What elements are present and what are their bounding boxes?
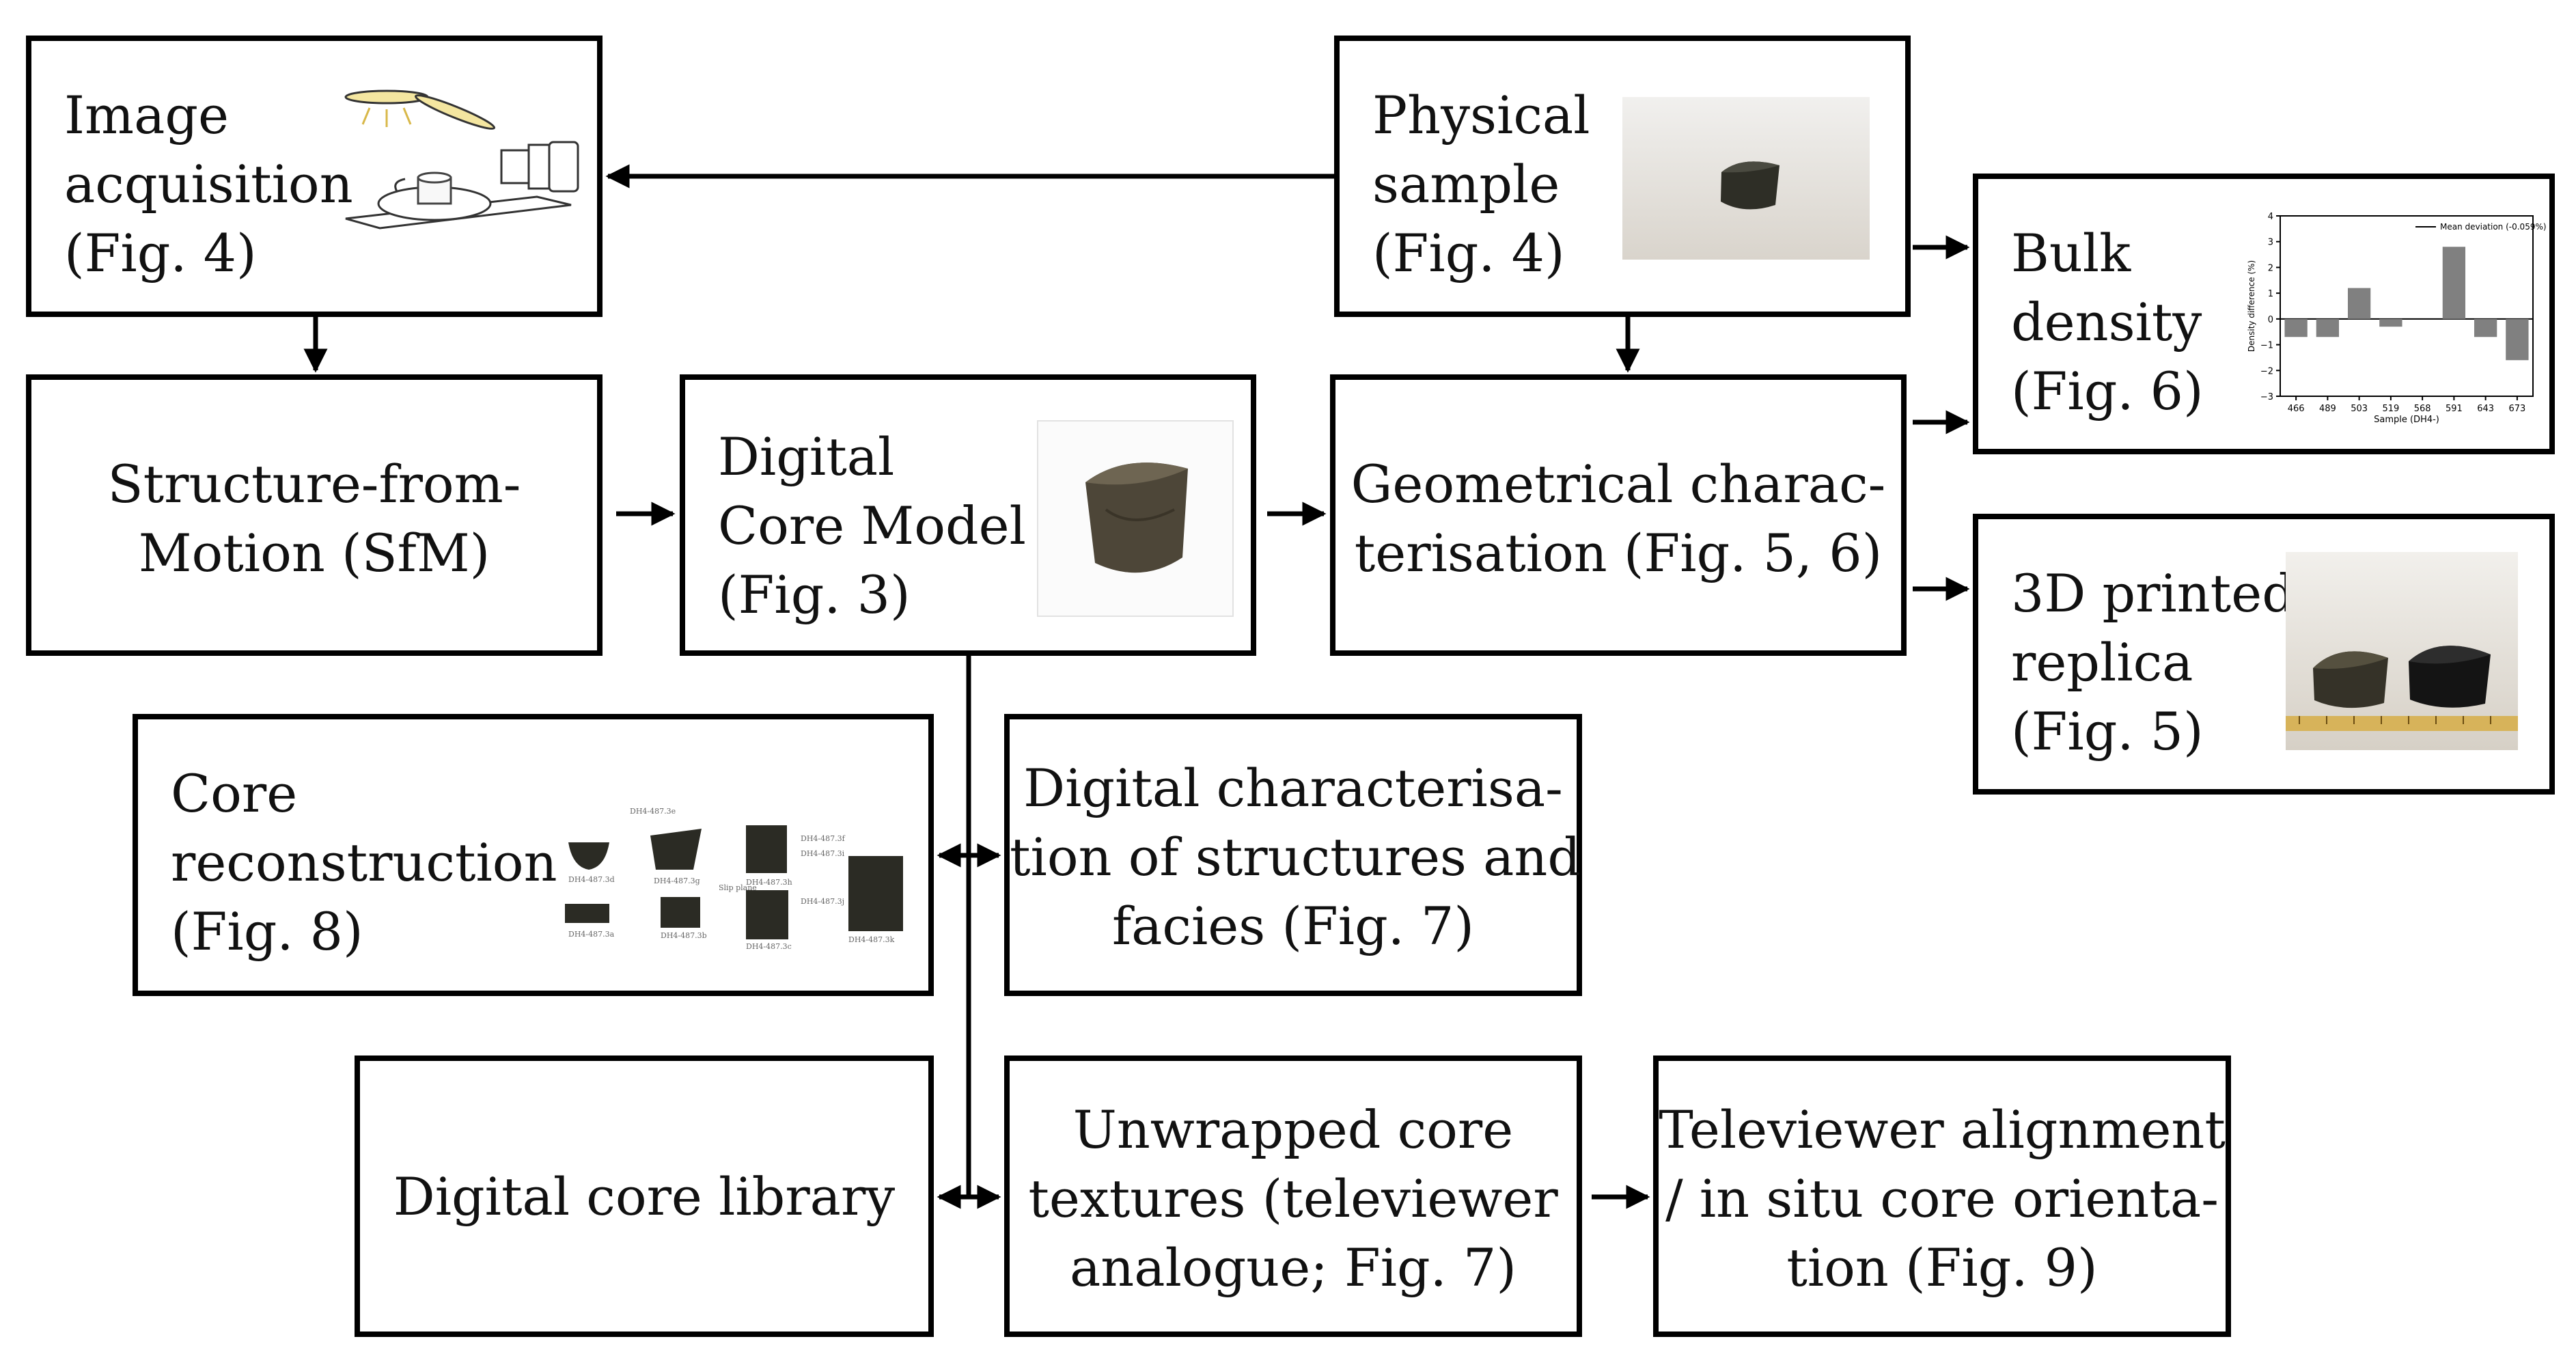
sample-photo xyxy=(1622,97,1870,260)
recon-label: Slip plane xyxy=(719,883,757,892)
chart-frame xyxy=(2280,215,2534,397)
label-image-acquisition: Image acquisition (Fig. 4) xyxy=(64,85,353,284)
camera-turntable-illustration xyxy=(344,89,579,230)
x-tick-label: 568 xyxy=(2414,404,2431,414)
label-bulk-density: Bulk density (Fig. 6) xyxy=(2011,223,2204,422)
recon-label: DH4-487.3a xyxy=(568,930,615,939)
recon-label: DH4-487.3b xyxy=(661,931,707,940)
label-physical-sample: Physical sample (Fig. 4) xyxy=(1372,85,1590,284)
box-physical-sample: Physical sample (Fig. 4) xyxy=(1334,36,1911,317)
recon-label: DH4-487.3e xyxy=(630,807,676,816)
recon-label: DH4-487.3g xyxy=(654,877,700,885)
y-tick-label: −3 xyxy=(2260,392,2273,402)
label-core-reconstruction: Core reconstruction (Fig. 8) xyxy=(171,763,557,962)
y-tick-label: 3 xyxy=(2268,238,2273,248)
bar-466 xyxy=(2284,318,2308,337)
recon-label: DH4-487.3h xyxy=(746,878,792,887)
label-structure-from-motion: Structure-from- Motion (SfM) xyxy=(107,454,521,583)
recon-label: DH4-487.3k xyxy=(848,935,895,944)
recon-label: DH4-487.3d xyxy=(568,875,615,884)
label-digital-core-library: Digital core library xyxy=(393,1166,896,1227)
y-axis-label: Density difference (%) xyxy=(2247,260,2256,352)
bulk-density-chart: 4 3 2 1 0 −1 −2 −3 466 489 503 519 568 591 643 673 Mea… xyxy=(2247,212,2547,425)
recon-label: DH4-487.3f xyxy=(801,834,846,843)
x-tick-label: 591 xyxy=(2446,404,2463,414)
x-tick-label: 489 xyxy=(2319,404,2336,414)
core-model-render xyxy=(1037,420,1234,617)
replica-photo xyxy=(2286,552,2518,750)
x-tick-label: 673 xyxy=(2508,404,2525,414)
label-digital-core-model: Digital Core Model (Fig. 3) xyxy=(718,426,1026,625)
x-tick-label: 503 xyxy=(2351,404,2368,414)
box-digital-core-library: Digital core library xyxy=(355,1056,934,1337)
recon-label: DH4-487.3j xyxy=(801,897,844,906)
core-reconstruction-figure: DH4-487.3e DH4-487.3d DH4-487.3g DH4-487… xyxy=(565,807,903,951)
label-geometrical-characterisation: Geometrical charac- terisation (Fig. 5, … xyxy=(1351,454,1886,583)
box-structure-from-motion: Structure-from- Motion (SfM) xyxy=(26,374,603,656)
legend-label: Mean deviation (-0.059%) xyxy=(2440,222,2547,232)
x-axis-label: Sample (DH4-) xyxy=(2374,415,2439,425)
box-televiewer-alignment: Televiewer alignment / in situ core orie… xyxy=(1653,1056,2231,1337)
bar-673 xyxy=(2506,318,2529,361)
box-core-reconstruction: Core reconstruction (Fig. 8) DH4-487.3e … xyxy=(133,714,934,996)
box-digital-characterisation: Digital characterisa- tion of structures… xyxy=(1004,714,1582,996)
box-geometrical-characterisation: Geometrical charac- terisation (Fig. 5, … xyxy=(1330,374,1907,656)
y-tick-label: 0 xyxy=(2268,315,2273,325)
bar-503 xyxy=(2347,288,2371,319)
recon-label: DH4-487.3i xyxy=(801,849,845,858)
x-tick-label: 466 xyxy=(2288,404,2305,414)
recon-label: DH4-487.3c xyxy=(746,942,792,951)
bar-489 xyxy=(2316,318,2340,337)
label-3d-printed-replica: 3D printed replica (Fig. 5) xyxy=(2011,563,2295,762)
y-tick-label: 1 xyxy=(2268,289,2273,299)
y-tick-label: 2 xyxy=(2268,263,2273,273)
x-tick-label: 643 xyxy=(2477,404,2494,414)
label-digital-characterisation: Digital characterisa- tion of structures… xyxy=(1010,758,1581,956)
box-digital-core-model: Digital Core Model (Fig. 3) xyxy=(680,374,1256,656)
bar-519 xyxy=(2379,318,2402,327)
label-unwrapped-core-textures: Unwrapped core textures (televiewer anal… xyxy=(1028,1099,1558,1298)
x-tick-label: 519 xyxy=(2382,404,2399,414)
y-tick-label: −2 xyxy=(2260,366,2273,376)
label-televiewer-alignment: Televiewer alignment / in situ core orie… xyxy=(1659,1099,2226,1298)
y-tick-label: 4 xyxy=(2268,212,2273,222)
box-bulk-density: Bulk density (Fig. 6) 4 3 2 1 0 −1 −2 −3 466 489… xyxy=(1973,174,2555,454)
box-image-acquisition: Image acquisition (Fig. 4) xyxy=(26,36,603,317)
box-3d-printed-replica: 3D printed replica (Fig. 5) xyxy=(1973,514,2555,795)
bar-643 xyxy=(2474,318,2497,337)
bar-591 xyxy=(2442,247,2466,319)
box-unwrapped-core-textures: Unwrapped core textures (televiewer anal… xyxy=(1004,1056,1582,1337)
y-tick-label: −1 xyxy=(2260,341,2273,351)
